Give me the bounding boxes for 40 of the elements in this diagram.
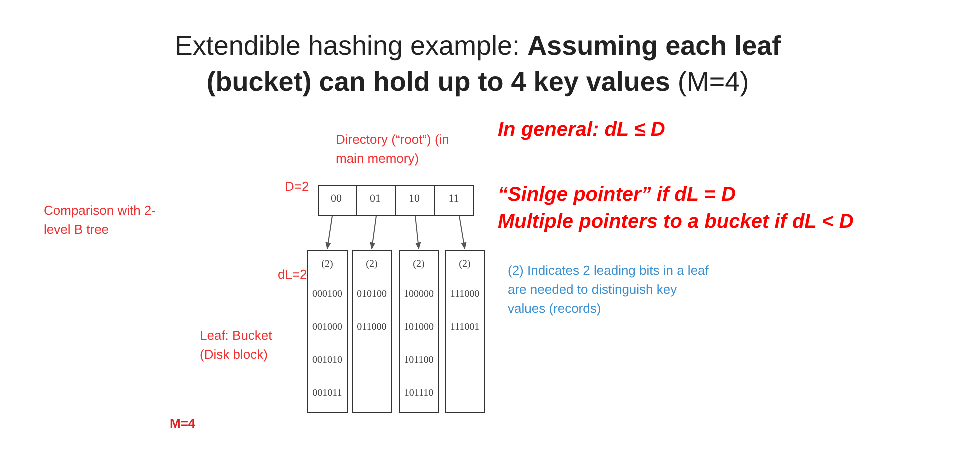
key-value: 111000 bbox=[450, 289, 480, 300]
bit-pattern: 10 bbox=[409, 192, 420, 204]
title: Extendible hashing example: Assuming each leaf (bucket) can hold up to 4 key values (M=4) bbox=[174, 30, 782, 99]
key-value: 001000 bbox=[312, 322, 342, 333]
bit-pattern: 01 bbox=[370, 192, 381, 204]
bucket-box bbox=[307, 250, 348, 413]
key-value: 000100 bbox=[312, 289, 342, 300]
note-text: In general: dL ≤ D bbox=[498, 118, 666, 143]
key-value: 010100 bbox=[357, 289, 387, 300]
explanation-text: (2) Indicates 2 leading bits in a leaf are needed to distinguish key values (records) bbox=[508, 262, 710, 318]
key-value: 101100 bbox=[404, 355, 434, 366]
bit-pattern: 11 bbox=[448, 192, 460, 204]
key-value: 011000 bbox=[357, 322, 387, 333]
note-text: Comparison with 2-level B tree bbox=[44, 202, 157, 239]
key-value: 101000 bbox=[404, 322, 434, 333]
bucket-box bbox=[399, 250, 439, 413]
local-depth: (2) bbox=[413, 259, 425, 270]
bit-pattern: 00 bbox=[331, 192, 342, 204]
note-text: M=4 bbox=[170, 415, 196, 433]
note-text: Multiple pointers to a bucket if dL < D bbox=[498, 210, 854, 235]
key-value: 001010 bbox=[312, 355, 342, 366]
arrow bbox=[459, 216, 467, 250]
key-value: 100000 bbox=[404, 289, 434, 300]
key-value: 101110 bbox=[404, 388, 434, 399]
key-value: 001011 bbox=[312, 388, 342, 399]
local-depth: (2) bbox=[322, 259, 334, 270]
depth-label: dL=2 bbox=[278, 266, 308, 284]
arrow bbox=[326, 216, 333, 250]
local-depth: (2) bbox=[366, 259, 378, 270]
bucket-box bbox=[445, 250, 485, 413]
key-value: 111001 bbox=[450, 322, 480, 333]
leaf-caption: Leaf: Bucket (Disk block) bbox=[200, 327, 274, 364]
directory-caption: Directory (“root”) (in main memory) bbox=[336, 131, 450, 168]
bucket-box bbox=[352, 250, 392, 413]
local-depth: (2) bbox=[459, 259, 471, 270]
directory-box bbox=[318, 185, 474, 216]
arrow bbox=[415, 216, 422, 250]
arrow bbox=[370, 216, 377, 250]
depth-label: D=2 bbox=[285, 178, 310, 196]
note-text: “Sinlge pointer” if dL = D bbox=[498, 183, 736, 208]
